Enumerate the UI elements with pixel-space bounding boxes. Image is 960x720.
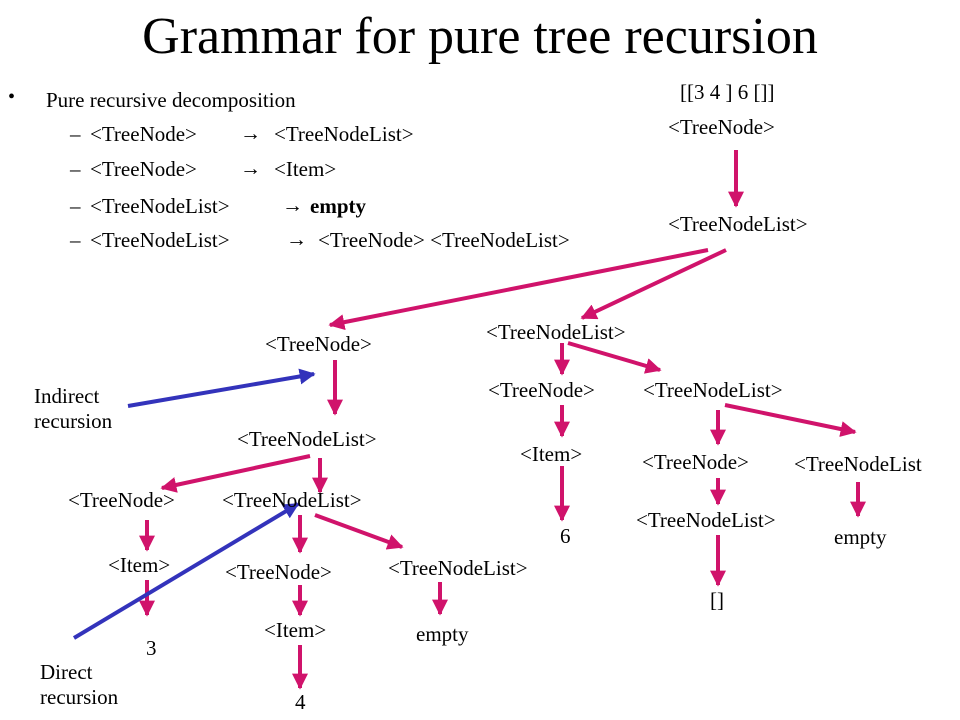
node-a: <TreeNode> bbox=[265, 332, 372, 356]
direct-recursion-note: Direct recursion bbox=[40, 660, 118, 710]
node-b1-item: <Item> bbox=[520, 442, 583, 466]
node-a2-item: <Item> bbox=[264, 618, 327, 642]
node-a-list: <TreeNodeList> bbox=[237, 427, 377, 451]
node-c1-value: [] bbox=[710, 588, 724, 612]
node-a2-list: <TreeNodeList> bbox=[222, 488, 362, 512]
indirect-recursion-arrow bbox=[127, 368, 316, 408]
rule-rhs: empty bbox=[310, 194, 366, 218]
rule-rhs: <TreeNode> <TreeNodeList> bbox=[318, 228, 570, 252]
note-line: recursion bbox=[34, 409, 113, 433]
node-root: <TreeNode> bbox=[668, 115, 775, 139]
edge-rootlist-to-a-node bbox=[328, 248, 709, 331]
tree-example: [[3 4 ] 6 []] bbox=[680, 80, 775, 104]
node-a2: <TreeNode> bbox=[225, 560, 332, 584]
node-a1: <TreeNode> bbox=[68, 488, 175, 512]
edge-a2-list-to-a3-list bbox=[314, 513, 404, 550]
note-line: recursion bbox=[40, 685, 119, 709]
rule-lhs: <TreeNode> bbox=[90, 157, 197, 181]
rule-dash: – bbox=[70, 157, 81, 181]
node-a1-item: <Item> bbox=[108, 553, 171, 577]
node-a3-empty: empty bbox=[416, 622, 469, 646]
node-a1-value: 3 bbox=[146, 636, 157, 660]
rule-dash: – bbox=[70, 122, 81, 146]
arrow-icon: → bbox=[282, 193, 303, 217]
node-a3-list: <TreeNodeList> bbox=[388, 556, 528, 580]
node-b1: <TreeNode> bbox=[488, 378, 595, 402]
rule-rhs: <Item> bbox=[274, 157, 337, 181]
rule-lhs: <TreeNode> bbox=[90, 122, 197, 146]
note-line: Indirect bbox=[34, 384, 100, 408]
note-line: Direct bbox=[40, 660, 93, 684]
indirect-recursion-note: Indirect recursion bbox=[34, 384, 112, 434]
rules-heading: Pure recursive decomposition bbox=[46, 88, 296, 112]
node-c2-empty: empty bbox=[834, 525, 887, 549]
edge-b-list-to-b2-list bbox=[567, 341, 662, 374]
edge-a-list-to-a1-node bbox=[160, 454, 311, 493]
node-c1-list: <TreeNodeList> bbox=[636, 508, 776, 532]
node-c2-list: <TreeNodeList bbox=[794, 452, 922, 476]
node-a2-value: 4 bbox=[295, 690, 306, 714]
arrow-icon: → bbox=[240, 121, 261, 145]
bullet-icon: • bbox=[8, 86, 16, 108]
node-b-list: <TreeNodeList> bbox=[486, 320, 626, 344]
edge-rootlist-to-b-list bbox=[580, 248, 727, 320]
rule-lhs: <TreeNodeList> bbox=[90, 228, 230, 252]
slide-title: Grammar for pure tree recursion bbox=[142, 8, 818, 65]
rule-rhs: <TreeNodeList> bbox=[274, 122, 414, 146]
node-root-list: <TreeNodeList> bbox=[668, 212, 808, 236]
edge-b2-list-to-c2-list bbox=[724, 403, 857, 437]
rule-dash: – bbox=[70, 194, 81, 218]
node-c1: <TreeNode> bbox=[642, 450, 749, 474]
rule-lhs: <TreeNodeList> bbox=[90, 194, 230, 218]
arrow-icon: → bbox=[240, 156, 261, 180]
node-b2-list: <TreeNodeList> bbox=[643, 378, 783, 402]
direct-recursion-arrow bbox=[72, 502, 300, 640]
rule-dash: – bbox=[70, 228, 81, 252]
arrow-icon: → bbox=[286, 227, 307, 251]
node-b1-value: 6 bbox=[560, 524, 571, 548]
